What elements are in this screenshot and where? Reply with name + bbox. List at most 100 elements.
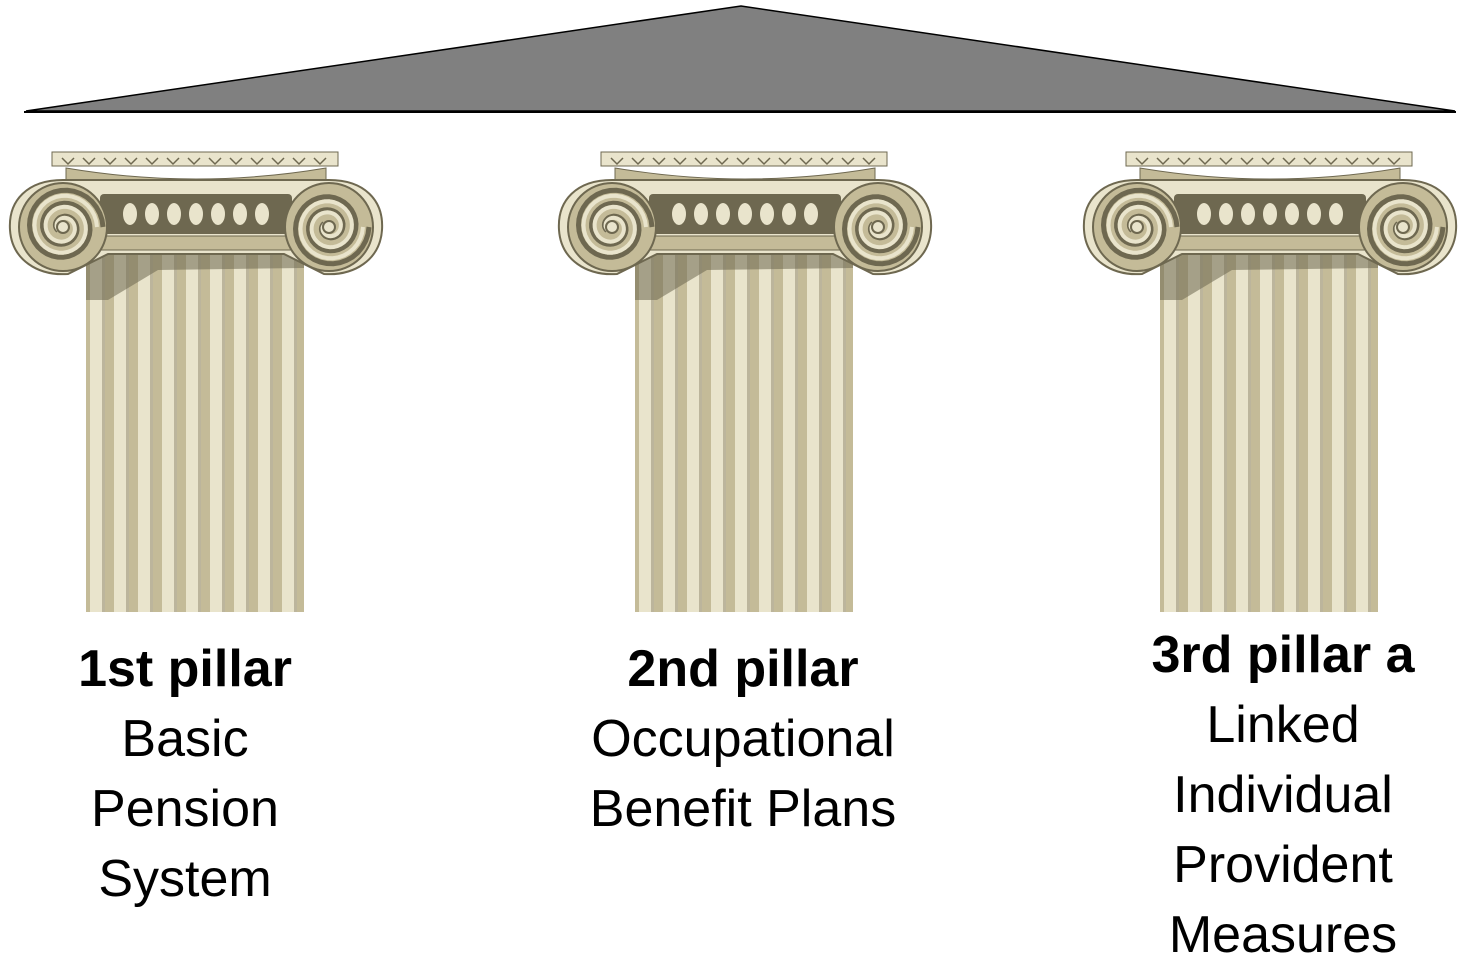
abacus-ornament <box>208 157 222 166</box>
column-flute-shade <box>222 250 225 612</box>
volute-spiral-light <box>847 199 914 261</box>
capital-abacus <box>1125 151 1413 167</box>
column-flute-shade <box>651 250 654 612</box>
abacus-ornament <box>841 157 855 166</box>
capital-egg <box>1219 203 1233 225</box>
capital-egg <box>716 203 730 225</box>
capital-egg <box>1197 203 1211 225</box>
abacus-ornament <box>187 157 201 166</box>
abacus-ornament <box>1282 157 1296 166</box>
pillar-3-line-1: Linked <box>1206 696 1360 754</box>
column-flute-shade <box>795 250 798 612</box>
roof-pediment <box>24 5 1456 113</box>
column-flute-shade <box>1224 250 1227 612</box>
abacus-ornament <box>1261 157 1275 166</box>
capital-egg <box>694 203 708 225</box>
abacus-ornament <box>292 157 306 166</box>
capital-band <box>644 235 846 251</box>
pillar-2-title: 2nd pillar <box>627 640 859 698</box>
abacus-ornament <box>631 157 645 166</box>
abacus-ornament <box>1156 157 1170 166</box>
abacus-ornament <box>715 157 729 166</box>
column-flute <box>831 250 846 612</box>
volute-eye <box>1130 220 1144 234</box>
volute-spiral-light <box>32 193 99 255</box>
column-flute <box>1332 250 1347 612</box>
capital-shadow <box>1160 250 1378 300</box>
abacus-ornament <box>124 157 138 166</box>
abacus-ornament <box>652 157 666 166</box>
column-flute <box>186 250 201 612</box>
pillar-3-column <box>1082 150 1458 615</box>
abacus-ornament <box>82 157 96 166</box>
column-flute-shade <box>246 250 249 612</box>
capital-egg <box>167 203 181 225</box>
pillar-3-title: 3rd pillar a <box>1151 626 1415 684</box>
column-flute-shade <box>150 250 153 612</box>
capital-band <box>95 235 297 251</box>
capital-shadow <box>86 250 304 300</box>
column-flute-shade <box>1272 250 1275 612</box>
column-flute-shade <box>699 250 702 612</box>
abacus-ornament <box>862 157 876 166</box>
ionic-column-icon <box>1082 151 1458 612</box>
column-flute-shade <box>675 250 678 612</box>
column-flute <box>759 250 774 612</box>
abacus-ornament <box>166 157 180 166</box>
column-flute-shade <box>1368 250 1371 612</box>
column-flute-shade <box>1200 250 1203 612</box>
pillar-1-line-1: Basic <box>121 710 249 768</box>
abacus-ornament <box>1324 157 1338 166</box>
pillar-3-line-4: Measures <box>1168 906 1398 964</box>
abacus-ornament <box>820 157 834 166</box>
column-flute-shade <box>771 250 774 612</box>
abacus-ornament <box>103 157 117 166</box>
abacus-ornament <box>1240 157 1254 166</box>
column-flute <box>1212 250 1227 612</box>
capital-egg <box>1307 203 1321 225</box>
abacus-ornament <box>1177 157 1191 166</box>
capital-egg <box>1241 203 1255 225</box>
volute-eye <box>56 220 70 234</box>
abacus-ornament <box>778 157 792 166</box>
column-flute <box>258 250 273 612</box>
column-flute-shade <box>198 250 201 612</box>
volute-eye <box>871 220 885 234</box>
column-flute <box>138 250 153 612</box>
abacus-ornament <box>1219 157 1233 166</box>
capital-egg <box>1285 203 1299 225</box>
abacus-ornament <box>1303 157 1317 166</box>
abacus-ornament <box>1345 157 1359 166</box>
column-flute <box>1284 250 1299 612</box>
abacus-ornament <box>1387 157 1401 166</box>
roof-triangle <box>25 5 1456 112</box>
abacus-ornament <box>1135 157 1149 166</box>
pillar-1-line-3: System <box>98 850 272 908</box>
column-flute <box>807 250 822 612</box>
column-flute <box>210 250 225 612</box>
column-flute <box>114 250 129 612</box>
column-flute-shade <box>1248 250 1251 612</box>
column-flute <box>234 250 249 612</box>
volute-spiral-light <box>1106 193 1173 255</box>
abacus-ornament <box>610 157 624 166</box>
column-flute <box>1356 250 1371 612</box>
column-flute-shade <box>1320 250 1323 612</box>
abacus-ornament <box>1198 157 1212 166</box>
abacus-ornament <box>145 157 159 166</box>
capital-egg <box>123 203 137 225</box>
column-flute <box>1260 250 1275 612</box>
column-flute-shade <box>1344 250 1347 612</box>
capital-abacus <box>600 151 888 167</box>
column-flute <box>783 250 798 612</box>
column-flute <box>1164 250 1179 612</box>
abacus-ornament <box>694 157 708 166</box>
pillar-2-caption: 2nd pillar Occupational Benefit Plans <box>543 634 943 844</box>
pillar-1-caption: 1st pillar Basic Pension System <box>0 634 370 914</box>
volute-eye <box>322 220 336 234</box>
pillar-3-line-3: Provident <box>1173 836 1393 894</box>
capital-egg <box>760 203 774 225</box>
capital-egg <box>1263 203 1277 225</box>
ionic-column-icon <box>557 151 933 612</box>
capital-egg <box>255 203 269 225</box>
